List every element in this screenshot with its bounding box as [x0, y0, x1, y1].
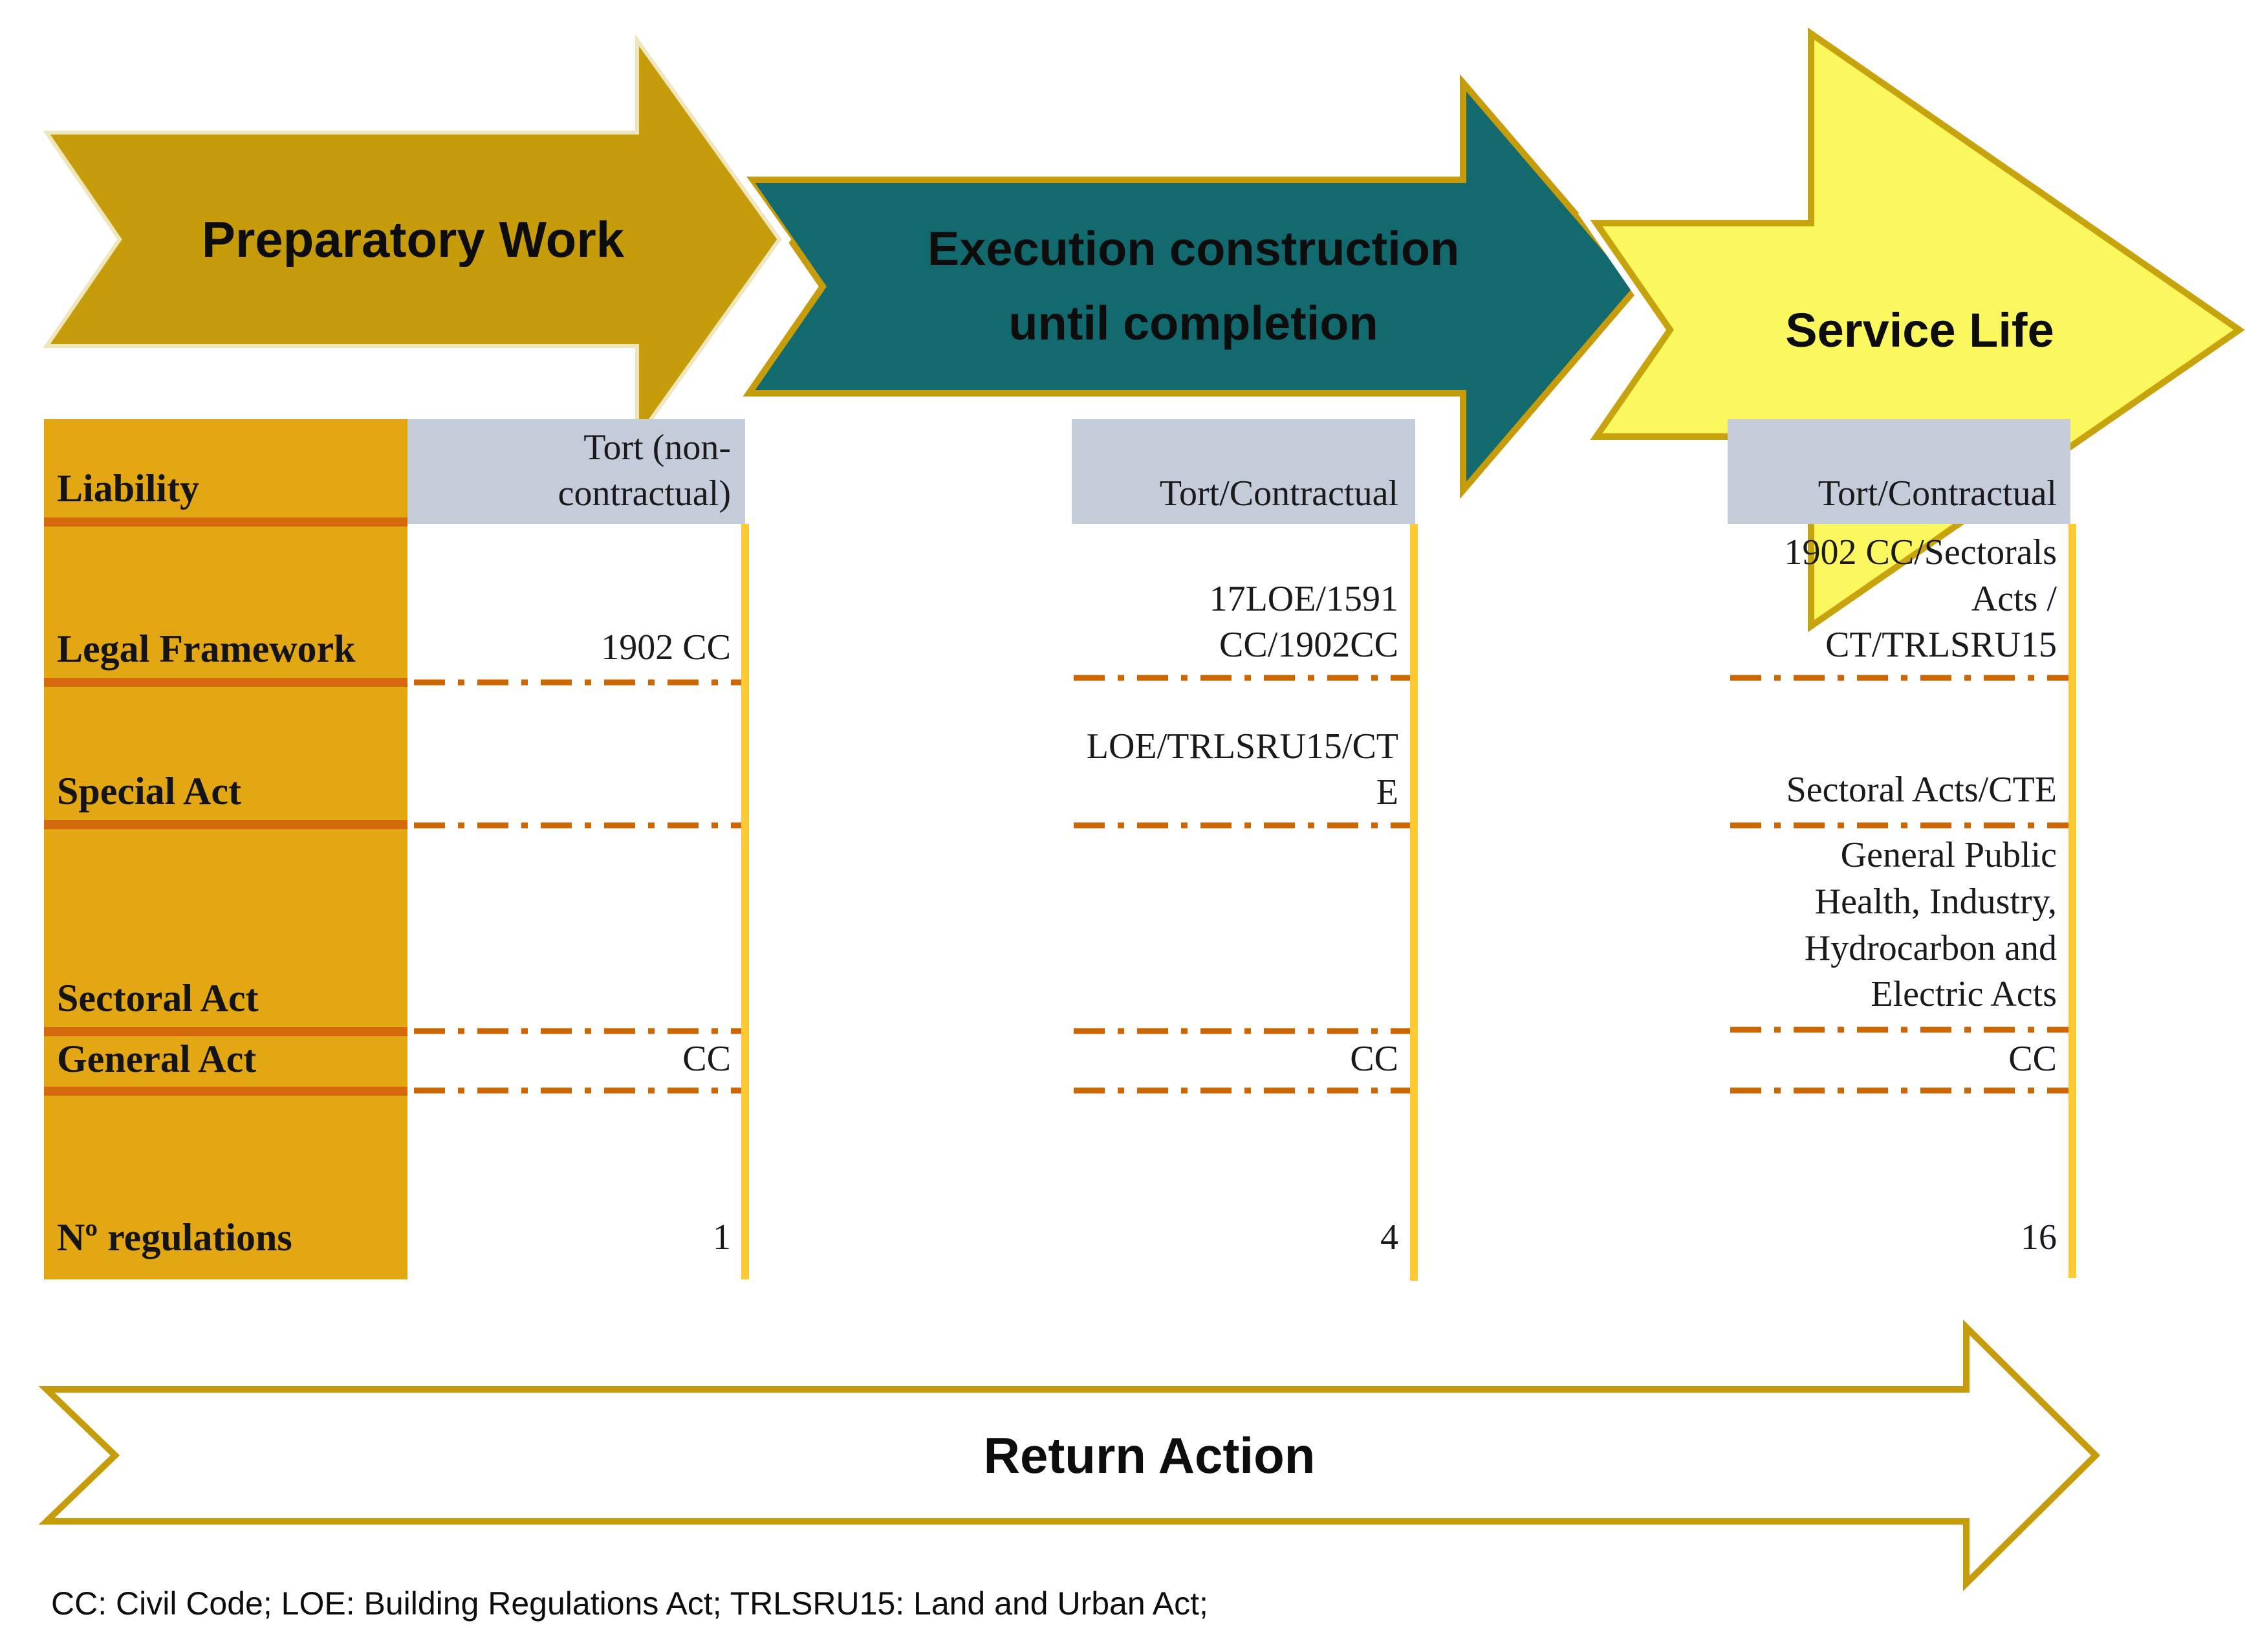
row-label-legal-framework: Legal Framework	[57, 627, 356, 671]
row-separator-general-act	[44, 1087, 407, 1096]
row-label-special-act: Special Act	[57, 770, 241, 813]
cell-col2-num-regulations: 4	[1380, 1217, 1398, 1258]
cell-col1-liability: Tort (non- contractual)	[558, 427, 731, 514]
row-separator-special-act	[44, 820, 407, 829]
abbreviations-footnote: CC: Civil Code; LOE: Building Regulation…	[51, 1585, 1208, 1622]
column-end-lines	[741, 524, 2076, 1281]
row-separator-sectoral-act	[44, 1027, 407, 1036]
cell-col3-legal-framework: 1902 CC/Sectorals Acts / CT/TRLSRU15	[1784, 532, 2057, 666]
row-label-liability: Liability	[57, 467, 200, 510]
cell-col3-num-regulations: 16	[2021, 1217, 2057, 1258]
cell-col1-special-act	[414, 687, 731, 814]
cell-col2-general-act: CC	[1350, 1039, 1398, 1080]
cell-col1-sectoral-act	[414, 829, 731, 1021]
dash-dot-separators	[414, 675, 2070, 1094]
cell-col3-sectoral-act: General Public Health, Industry, Hydroca…	[1804, 835, 2057, 1015]
row-separator-legal-framework	[44, 678, 407, 687]
row-label-num-regulations: Nº regulations	[57, 1216, 292, 1259]
cell-col3-special-act: Sectoral Acts/CTE	[1786, 770, 2057, 810]
cell-col2-legal-framework: 17LOE/1591 CC/1902CC	[1209, 578, 1398, 666]
cell-col1-legal-framework: 1902 CC	[601, 627, 731, 668]
cell-col3-liability: Tort/Contractual	[1818, 473, 2057, 514]
execution-arrow-shape	[743, 74, 1642, 499]
cell-col3-general-act: CC	[2008, 1039, 2057, 1080]
service-arrow-shape	[1590, 27, 2245, 633]
preparatory-arrow-label: Preparatory Work	[201, 210, 625, 268]
cell-col2-special-act: LOE/TRLSRU15/CT E	[1086, 726, 1398, 813]
return-arrow-shape	[38, 1320, 2101, 1591]
cell-col2-sectoral-act	[1079, 829, 1398, 1021]
label-column-bg	[44, 419, 407, 1279]
header-box-col1	[407, 419, 745, 524]
cell-col2-liability: Tort/Contractual	[1159, 473, 1398, 514]
row-separator-liability	[44, 517, 407, 527]
row-label-general-act: General Act	[57, 1038, 257, 1081]
cell-col1-num-regulations: 1	[713, 1217, 731, 1258]
cell-col1-general-act: CC	[682, 1039, 731, 1080]
header-box-col3	[1728, 419, 2070, 524]
header-box-col2	[1072, 419, 1415, 524]
return-arrow-label: Return Action	[983, 1426, 1316, 1484]
service-arrow-label: Service Life	[1785, 303, 2054, 357]
row-label-sectoral-act: Sectoral Act	[57, 977, 259, 1020]
execution-arrow-label: Execution construction until completion	[927, 222, 1460, 350]
